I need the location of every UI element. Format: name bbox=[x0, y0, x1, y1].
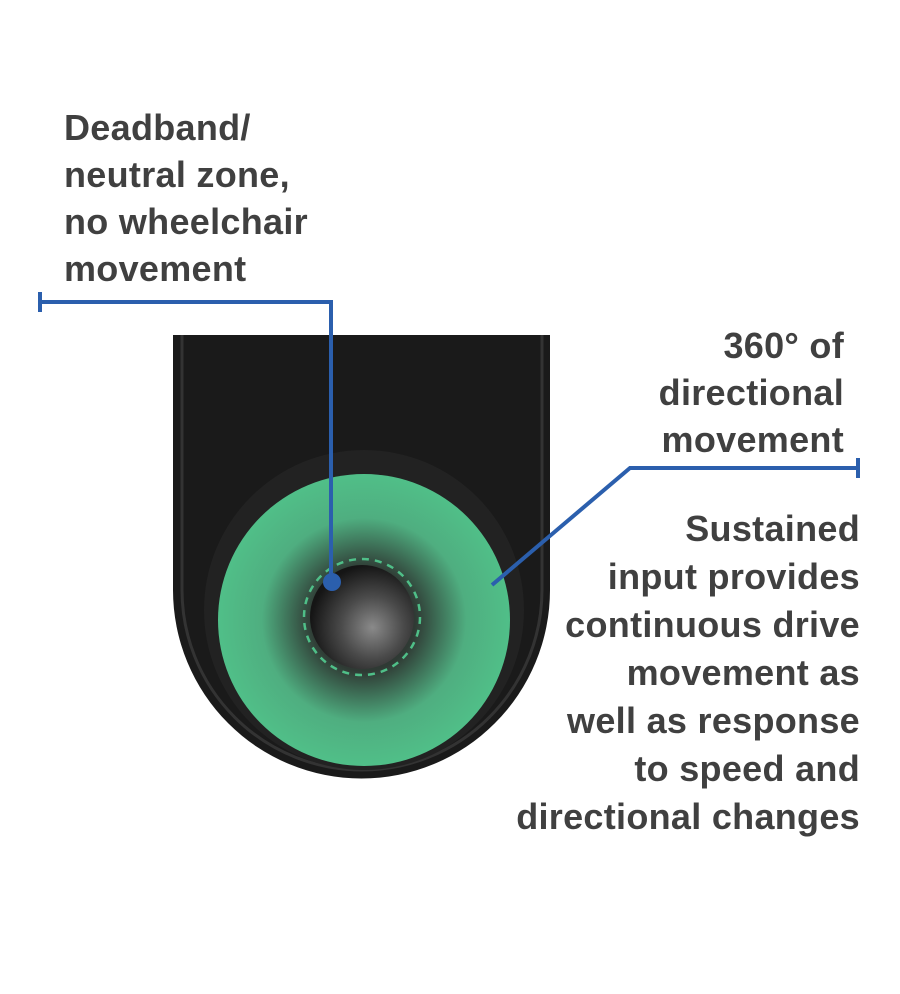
label-line: well as response bbox=[567, 700, 860, 741]
deadband-zone bbox=[302, 557, 422, 677]
deadband-label: Deadband/ neutral zone, no wheelchair mo… bbox=[64, 104, 308, 292]
deadband-pointer-dot bbox=[323, 573, 341, 591]
sustained-input-label: Sustained input provides continuous driv… bbox=[516, 505, 860, 841]
label-line: continuous drive bbox=[565, 604, 860, 645]
label-line: movement as bbox=[626, 652, 860, 693]
label-line: input provides bbox=[607, 556, 860, 597]
label-line: movement bbox=[64, 248, 247, 289]
label-line: directional bbox=[658, 372, 844, 413]
label-line: no wheelchair bbox=[64, 201, 308, 242]
label-line: Sustained bbox=[685, 508, 860, 549]
directional-label: 360° of directional movement bbox=[659, 322, 844, 463]
label-line: to speed and bbox=[634, 748, 860, 789]
label-line: Deadband/ bbox=[64, 107, 251, 148]
directional-leader bbox=[490, 458, 860, 587]
label-line: movement bbox=[661, 419, 844, 460]
label-line: neutral zone, bbox=[64, 154, 290, 195]
label-line: directional changes bbox=[516, 796, 860, 837]
joystick-knob bbox=[310, 565, 414, 669]
deadband-leader bbox=[38, 292, 333, 582]
label-line: 360° of bbox=[723, 325, 844, 366]
